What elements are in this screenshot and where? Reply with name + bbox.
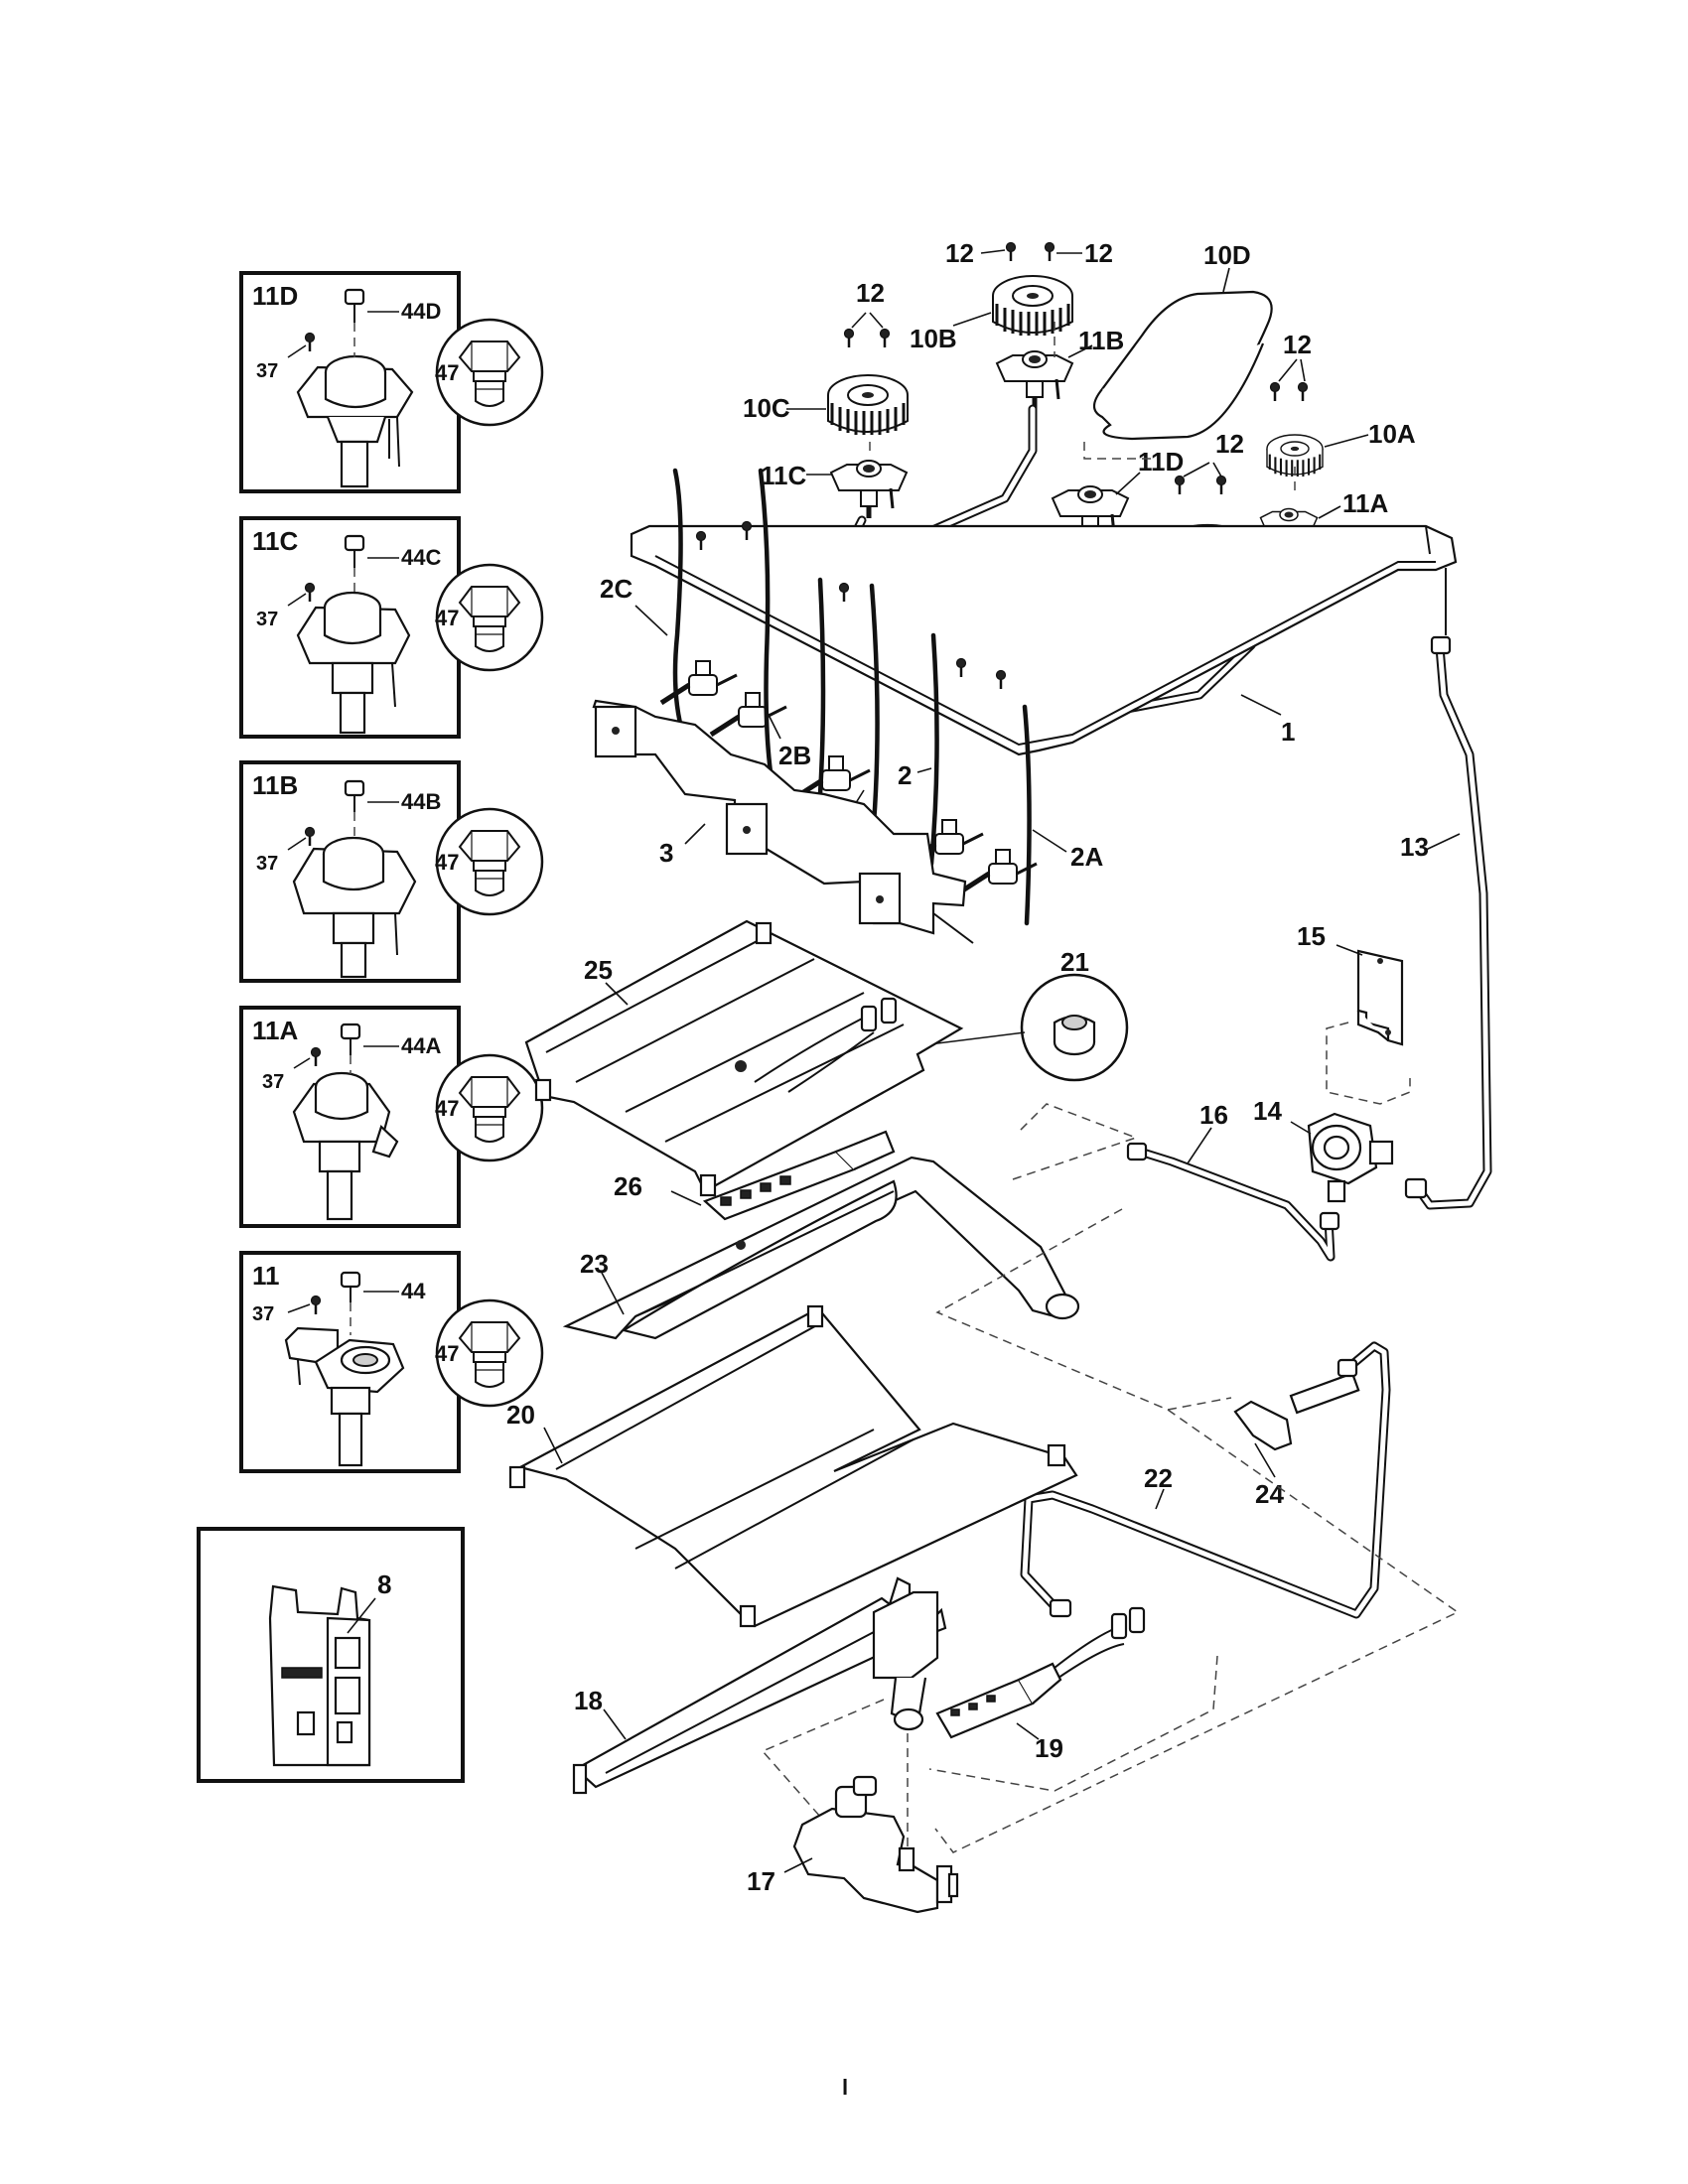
inset-title: 11A (252, 1016, 298, 1045)
part-label-2b: 2B (778, 741, 811, 770)
part-label-10d: 10D (1203, 240, 1251, 270)
screw-label: 37 (256, 609, 278, 630)
part-label-15: 15 (1297, 921, 1326, 951)
part-label-12: 12 (945, 238, 974, 268)
inset-11c: 11C 44C 37 47 (239, 516, 544, 739)
cap-screw-44b (344, 779, 399, 839)
ignition-wires (672, 468, 1032, 926)
part-label-10a: 10A (1368, 419, 1416, 449)
oven-heat-shield-20: 20 (506, 1304, 1078, 1628)
cap-screw-44c (344, 534, 399, 594)
part-label-19: 19 (1035, 1733, 1063, 1763)
griddle-cap-10d: 10D (1092, 240, 1273, 441)
inset-title: 11 (252, 1261, 280, 1291)
cap-label: 44 (401, 1279, 426, 1303)
part-label-21: 21 (1060, 947, 1089, 977)
oven-igniter-26: 26 (614, 1130, 896, 1221)
part-label-16: 16 (1199, 1100, 1228, 1130)
part-label-8: 8 (377, 1570, 391, 1599)
cap-label: 44C (401, 545, 441, 570)
inset-11: 11 44 37 47 (239, 1251, 544, 1473)
burner-base-illustration (292, 836, 417, 979)
inset-title: 11C (252, 526, 298, 556)
bake-burner-18: 18 (572, 1576, 947, 1795)
part-label-24: 24 (1255, 1479, 1284, 1509)
part-label-22: 22 (1144, 1463, 1173, 1493)
part-label-1: 1 (1281, 717, 1295, 747)
part-label-11a: 11A (1342, 488, 1388, 518)
burner-head-11c: 11C (761, 461, 907, 518)
part-label-2: 2 (898, 760, 912, 790)
bake-igniter-19: 19 (935, 1606, 1146, 1763)
part-label-11b: 11B (1078, 326, 1124, 355)
heat-shield-25: 25 (524, 919, 964, 1197)
part-label-11c: 11C (761, 461, 806, 490)
inset-title: 11B (252, 770, 298, 800)
orifice-label: 47 (435, 606, 459, 630)
part-label-10b: 10B (910, 324, 957, 353)
orifice-label: 47 (435, 850, 459, 875)
manifold-pipe-1: 1 (630, 524, 1458, 756)
part-label-14: 14 (1253, 1096, 1282, 1126)
inset-11b: 11B 44B 37 47 (239, 760, 544, 983)
part-label-2a: 2A (1070, 842, 1103, 872)
part-label-12: 12 (1084, 238, 1113, 268)
burner-ring-10a: 10A (1265, 419, 1416, 478)
part-label-12: 12 (856, 278, 885, 308)
burner-head-11a: 11A (1258, 488, 1388, 554)
burner-base-illustration (292, 1071, 399, 1221)
cap-screw-44d (344, 288, 399, 357)
cap-screw-44 (340, 1271, 399, 1335)
cap-label: 44A (401, 1033, 441, 1058)
screw-label: 37 (252, 1303, 274, 1325)
orifice-label: 47 (435, 1341, 459, 1366)
oven-orifice-holder-24: 24 (1233, 1372, 1360, 1509)
part-label-3: 3 (659, 838, 673, 868)
cap-screw-44a (340, 1023, 399, 1074)
part-label-12: 12 (1215, 429, 1244, 459)
burner-head-11d: 11D (1053, 447, 1184, 544)
supply-line-13: 13 (1400, 568, 1492, 1210)
cap-label: 44B (401, 789, 441, 814)
burner-base-illustration (296, 591, 411, 735)
pressure-regulator-14: 14 (1253, 1096, 1394, 1203)
broil-igniter-wire (754, 997, 898, 1093)
inset-11a: 11A 44A 37 47 (239, 1006, 544, 1228)
inset-spark-module-8: 8 (197, 1527, 465, 1783)
screw-label: 37 (256, 360, 278, 382)
tube-16: 16 (1126, 1100, 1340, 1262)
part-label-2c: 2C (600, 574, 633, 604)
page-mark: l (842, 2075, 848, 2100)
part-label-18: 18 (574, 1686, 603, 1715)
burner-base-illustration (296, 354, 414, 488)
bracket-15: 15 (1297, 921, 1411, 1105)
burner-ring-10b: 10B (910, 274, 1074, 353)
part-label-20: 20 (506, 1400, 535, 1430)
inset-11d: 11D 44D 37 47 (239, 271, 544, 493)
inset-title: 11D (252, 281, 298, 311)
part-label-11d: 11D (1138, 447, 1184, 477)
part-label-10c: 10C (743, 393, 790, 423)
detail-circle-21: 21 (746, 947, 1129, 1082)
part-label-25: 25 (584, 955, 613, 985)
part-label-13: 13 (1400, 832, 1429, 862)
burner-base-illustration (284, 1326, 405, 1467)
orifice-label: 47 (435, 1096, 459, 1121)
burner-head-11b: 11B (997, 326, 1124, 409)
part-label-17: 17 (747, 1866, 775, 1896)
screw-label: 37 (256, 853, 278, 875)
part-label-12: 12 (1283, 330, 1312, 359)
cap-label: 44D (401, 299, 441, 324)
broil-burner-23: 23 (562, 1156, 1080, 1340)
burner-ring-10c: 10C (743, 373, 910, 437)
part-label-23: 23 (580, 1249, 609, 1279)
oven-valve-17: 17 (747, 1775, 959, 1914)
gas-line-22: 22 (1020, 1341, 1391, 1619)
orifice-label: 47 (435, 360, 459, 385)
screw-label: 37 (262, 1071, 284, 1093)
part-label-26: 26 (614, 1171, 642, 1201)
valve-bracket-3: 3 (592, 699, 974, 944)
